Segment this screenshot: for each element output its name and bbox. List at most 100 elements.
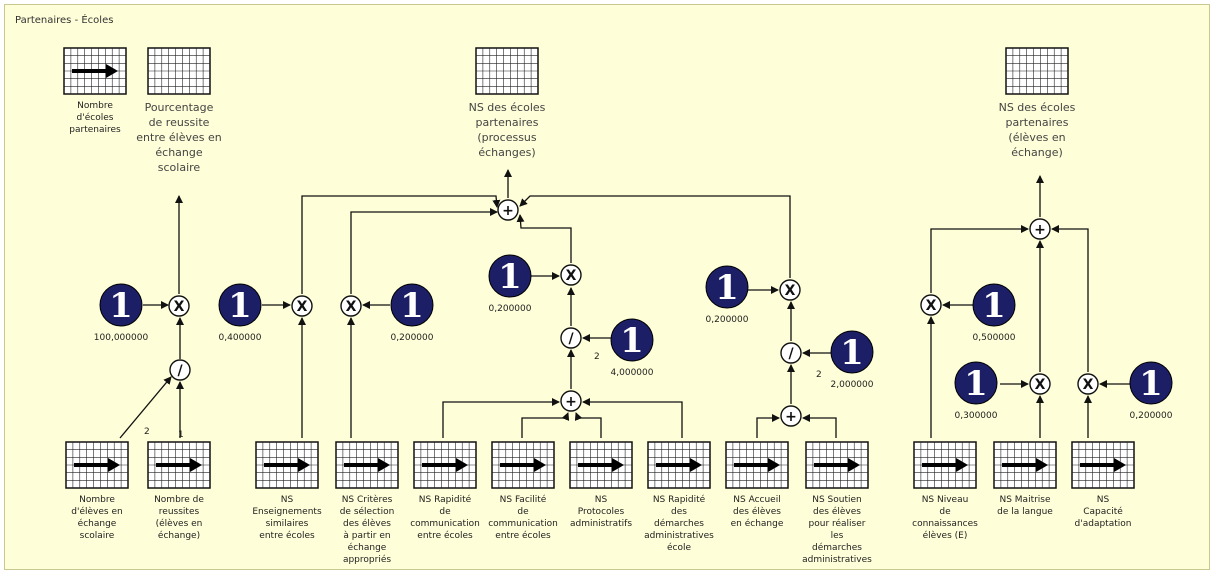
- table-label: NS Soutien des élèves pour réaliser les …: [802, 495, 872, 565]
- constant-value: 100,000000: [93, 333, 149, 343]
- table-label: NS Capacité d'adaptation: [1074, 495, 1132, 529]
- connection-lines: [119, 169, 1130, 439]
- constant-symbol: 1: [620, 321, 644, 361]
- operator-multiply: X: [560, 264, 582, 286]
- operator-symbol: X: [1083, 377, 1094, 393]
- operator-symbol: X: [566, 268, 577, 284]
- connection-line: [1051, 225, 1089, 372]
- arrow-icon: [500, 458, 546, 472]
- constant-node: 1: [99, 283, 143, 327]
- constant-symbol: 1: [109, 286, 133, 326]
- connection-line: [301, 195, 501, 294]
- table-node: [147, 441, 211, 489]
- operator-symbol: +: [502, 203, 514, 219]
- table-node: [993, 441, 1057, 489]
- operator-symbol: X: [346, 299, 357, 315]
- operator-add: +: [1029, 218, 1051, 240]
- constant-value: 0,400000: [218, 333, 262, 343]
- operator-symbol: +: [785, 409, 797, 425]
- arrow-icon: [72, 64, 118, 78]
- constant-symbol: 1: [982, 286, 1006, 326]
- operator-symbol: X: [174, 299, 185, 315]
- constant-node: 1: [1129, 361, 1173, 405]
- operator-add: +: [497, 199, 519, 221]
- connection-line: [930, 225, 1029, 293]
- table-label: Nombre d'élèves en échange scolaire: [71, 495, 123, 541]
- table-node: [475, 47, 539, 95]
- table-label: NS Accueil des élèves en échange: [730, 495, 784, 529]
- table-label: NS des écoles partenaires (processus éch…: [468, 101, 546, 159]
- constant-symbol: 1: [228, 286, 252, 326]
- connection-line: [516, 214, 572, 263]
- operator-symbol: +: [565, 394, 577, 410]
- edge-weight-label: 2: [594, 352, 600, 362]
- operator-symbol: +: [1034, 222, 1046, 238]
- connection-line: [350, 208, 498, 294]
- operator-symbol: X: [926, 298, 937, 314]
- constant-value: 0,200000: [488, 304, 532, 314]
- table-node: [805, 441, 869, 489]
- table-label: NS Enseignements similaires entre écoles: [252, 495, 322, 541]
- constant-node: 1: [705, 265, 749, 309]
- arrow-icon: [656, 458, 702, 472]
- table-label: NS Niveau de connaissances élèves (E): [912, 495, 978, 541]
- constant-value: 0,300000: [954, 411, 998, 421]
- connection-line: [521, 412, 570, 438]
- table-node: [335, 441, 399, 489]
- table-label: NS des écoles partenaires (élèves en éch…: [998, 101, 1076, 159]
- constant-node: 1: [954, 361, 998, 405]
- operator-divide: /: [560, 327, 582, 349]
- constant-value: 0,200000: [390, 333, 434, 343]
- table-node: [569, 441, 633, 489]
- arrow-icon: [1002, 458, 1048, 472]
- constant-node: 1: [488, 254, 532, 298]
- operator-multiply: X: [1029, 373, 1051, 395]
- operator-multiply: X: [168, 295, 190, 317]
- table-label: NS Rapidité des démarches administrative…: [644, 495, 714, 553]
- arrow-icon: [578, 458, 624, 472]
- constant-node: 1: [610, 318, 654, 362]
- table-label: NS Facilité de communication entre école…: [488, 495, 558, 541]
- connection-line: [756, 414, 780, 438]
- operator-multiply: X: [340, 295, 362, 317]
- table-label: Nombre d'écoles partenaires: [69, 101, 121, 135]
- window-title: Partenaires - Écoles: [15, 15, 114, 26]
- operator-add: +: [560, 390, 582, 412]
- constant-symbol: 1: [840, 333, 864, 373]
- arrow-icon: [922, 458, 968, 472]
- edge-weight-label: 2: [144, 427, 150, 437]
- edge-weight-label: 1: [178, 430, 184, 440]
- arrow-icon: [422, 458, 468, 472]
- constant-symbol: 1: [1139, 364, 1163, 404]
- operator-symbol: X: [785, 283, 796, 299]
- table-label: NS Rapidité de communication entre école…: [410, 495, 480, 541]
- table-node: [413, 441, 477, 489]
- operator-multiply: X: [291, 295, 313, 317]
- constant-value: 0,200000: [1129, 411, 1173, 421]
- operator-add: +: [780, 405, 802, 427]
- operator-symbol: /: [177, 363, 183, 379]
- constant-symbol: 1: [400, 286, 424, 326]
- arrow-icon: [344, 458, 390, 472]
- operator-symbol: X: [1035, 377, 1046, 393]
- operator-multiply: X: [920, 294, 942, 316]
- table-label: NS Critères de sélection des élèves à pa…: [339, 495, 395, 565]
- table-label: Nombre de reussites (élèves en échange): [154, 495, 204, 541]
- table-node: [255, 441, 319, 489]
- arrow-icon: [156, 458, 202, 472]
- constant-node: 1: [972, 283, 1016, 327]
- table-label: NS Protocoles administratifs: [569, 495, 633, 529]
- constant-symbol: 1: [964, 364, 988, 404]
- constant-value: 0,200000: [705, 315, 749, 325]
- constant-symbol: 1: [715, 268, 739, 308]
- arrow-icon: [74, 458, 120, 472]
- constant-value: 2,000000: [830, 380, 874, 390]
- table-node: [647, 441, 711, 489]
- table-node: [725, 441, 789, 489]
- operator-symbol: /: [568, 331, 574, 347]
- constant-value: 0,500000: [972, 333, 1016, 343]
- operator-symbol: /: [788, 346, 794, 362]
- constant-symbol: 1: [498, 257, 522, 297]
- arrow-icon: [1080, 458, 1126, 472]
